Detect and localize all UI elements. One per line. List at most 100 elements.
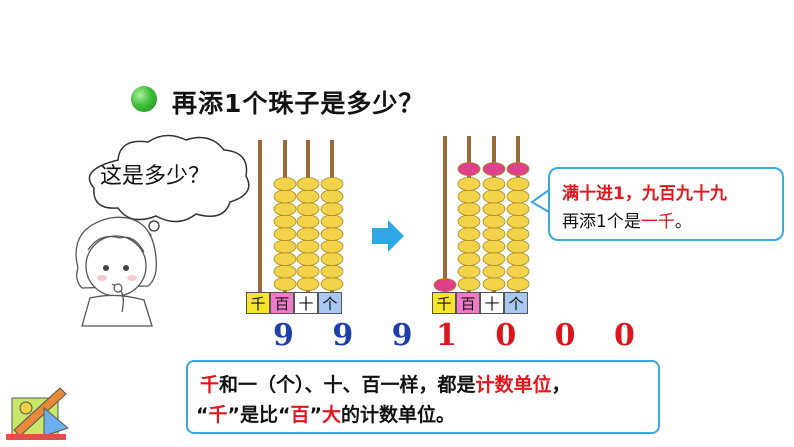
label-thousands: 千 — [432, 292, 456, 314]
summary-text: 的计数单位。 — [341, 404, 456, 426]
abacus-bead — [273, 202, 297, 216]
abacus-bead — [296, 189, 320, 204]
abacus-bead — [482, 177, 506, 191]
abacus-bead — [457, 189, 481, 204]
rod-thousands — [258, 140, 262, 292]
abacus-bead — [506, 239, 530, 254]
abacus-bead — [482, 264, 506, 279]
summary-text: 计数单位 — [475, 374, 552, 396]
info-text: 。 — [674, 212, 692, 232]
info-text: 满十进1， — [562, 184, 642, 204]
abacus-bead — [320, 214, 344, 229]
abacus-bead — [506, 264, 530, 279]
abacus-bead — [320, 252, 344, 266]
summary-text: 千 — [208, 404, 228, 426]
abacus-bead — [296, 227, 320, 241]
abacus-bead-carry — [457, 162, 481, 176]
abacus-bead — [506, 202, 530, 216]
summary-line-2: “千”是比“百”大的计数单位。 — [196, 400, 455, 427]
abacus-bead — [273, 264, 297, 279]
abacus-bead — [457, 277, 481, 291]
info-line-2: 再添1个是一千。 — [562, 207, 692, 232]
label-tens: 十 — [294, 292, 318, 314]
abacus-bead — [482, 277, 506, 291]
info-text: 再添1个是 — [562, 212, 641, 232]
abacus-bead — [320, 227, 344, 241]
abacus-bead — [457, 177, 481, 191]
info-callout: 满十进1，九百九十九 再添1个是一千。 — [548, 167, 784, 241]
label-thousands: 千 — [246, 292, 270, 314]
abacus-bead — [273, 277, 297, 291]
number-1000: 1 0 0 0 — [436, 318, 649, 353]
abacus-bead — [296, 214, 320, 229]
abacus-bead — [482, 202, 506, 216]
label-hundreds: 百 — [456, 292, 480, 314]
summary-box: 千和一（个）、十、百一样，都是计数单位， “千”是比“百”大的计数单位。 — [186, 360, 660, 434]
abacus-bead — [296, 202, 320, 216]
abacus-bead — [320, 202, 344, 216]
place-labels-right: 千 百 十 个 — [432, 292, 532, 314]
abacus-bead — [506, 177, 530, 191]
abacus-bead — [506, 214, 530, 229]
math-tools-icon — [6, 387, 70, 440]
info-line-1: 满十进1，九百九十九 — [562, 179, 727, 204]
abacus-bead — [273, 189, 297, 204]
abacus-bead — [320, 264, 344, 279]
abacus-bead — [320, 277, 344, 291]
abacus-bead — [457, 227, 481, 241]
blue-arrow-icon — [372, 220, 404, 252]
abacus-bead — [457, 214, 481, 229]
abacus-bead — [320, 177, 344, 191]
abacus-bead — [296, 277, 320, 291]
label-ones: 个 — [504, 292, 528, 314]
summary-text: 大 — [322, 404, 342, 426]
abacus-bead — [273, 177, 297, 191]
summary-text: “ — [196, 404, 209, 426]
abacus-left — [258, 140, 344, 292]
abacus-bead — [457, 239, 481, 254]
abacus-bead — [296, 239, 320, 254]
abacus-bead — [273, 239, 297, 254]
summary-text: 和一（个）、十、百一样，都是 — [219, 374, 476, 396]
abacus-bead — [320, 189, 344, 204]
green-bullet-icon — [131, 86, 157, 112]
info-text: 一千 — [640, 212, 675, 232]
abacus-bead — [296, 177, 320, 191]
abacus-bead-thousand — [433, 278, 457, 292]
place-labels-left: 千 百 十 个 — [246, 292, 346, 314]
abacus-bead — [506, 227, 530, 241]
abacus-bead — [482, 252, 506, 266]
abacus-bead — [506, 189, 530, 204]
info-text: 九百九十九 — [641, 184, 727, 204]
summary-line-1: 千和一（个）、十、百一样，都是计数单位， — [200, 370, 571, 397]
rod-thousands — [443, 136, 447, 292]
summary-text: ” — [309, 404, 323, 426]
abacus-bead — [457, 252, 481, 266]
girl-thinking-icon — [75, 216, 157, 327]
label-ones: 个 — [318, 292, 342, 314]
page-title: 再添1个珠子是多少？ — [172, 89, 425, 118]
abacus-bead — [273, 227, 297, 241]
abacus-bead — [506, 277, 530, 291]
abacus-bead — [457, 202, 481, 216]
summary-text: 千 — [200, 374, 220, 396]
summary-text: 百 — [290, 404, 310, 426]
abacus-bead — [457, 264, 481, 279]
abacus-bead — [296, 252, 320, 266]
summary-text: ”是比“ — [227, 404, 291, 426]
abacus-bead — [273, 252, 297, 266]
label-hundreds: 百 — [270, 292, 294, 314]
summary-text: ， — [551, 374, 571, 396]
abacus-bead — [320, 239, 344, 254]
thought-text: 这是多少？ — [100, 164, 211, 189]
abacus-bead — [506, 252, 530, 266]
number-999: 9 9 9 — [273, 318, 427, 353]
abacus-bead — [482, 214, 506, 229]
abacus-bead — [296, 264, 320, 279]
abacus-bead — [482, 227, 506, 241]
abacus-bead-carry — [506, 162, 530, 176]
abacus-bead — [482, 239, 506, 254]
label-tens: 十 — [480, 292, 504, 314]
abacus-right — [433, 136, 530, 292]
